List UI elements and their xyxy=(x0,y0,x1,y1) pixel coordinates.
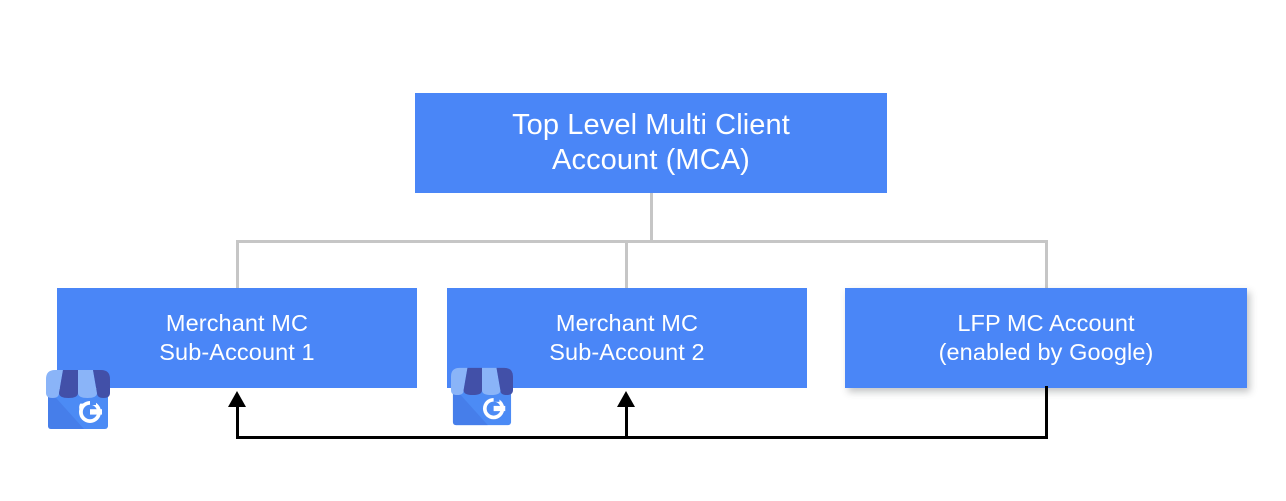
flow-line-from-lfp xyxy=(1045,386,1048,439)
connector-drop-lfp-account xyxy=(1045,240,1048,290)
node-lfp-mc-account-label: LFP MC Account (enabled by Google) xyxy=(938,310,1154,365)
node-top-level-mca[interactable]: Top Level Multi Client Account (MCA) xyxy=(415,93,887,193)
node-merchant-sub-account-2-label: Merchant MC Sub-Account 2 xyxy=(549,310,705,365)
flow-line-lfp-to-sub-accounts xyxy=(236,436,1048,439)
node-top-level-mca-label: Top Level Multi Client Account (MCA) xyxy=(512,108,790,176)
flow-line-into-sub-account-1 xyxy=(236,404,239,438)
node-merchant-sub-account-1-label: Merchant MC Sub-Account 1 xyxy=(159,310,315,365)
arrowhead-sub-account-2 xyxy=(617,391,635,407)
connector-drop-sub-account-1 xyxy=(236,240,239,290)
flow-line-into-sub-account-2 xyxy=(625,404,628,438)
connector-drop-sub-account-2 xyxy=(625,240,628,290)
connector-mca-trunk xyxy=(650,193,653,243)
arrowhead-sub-account-1 xyxy=(228,391,246,407)
node-lfp-mc-account[interactable]: LFP MC Account (enabled by Google) xyxy=(845,288,1247,388)
google-business-profile-icon xyxy=(447,365,517,427)
google-business-profile-icon xyxy=(42,367,114,431)
connector-horizontal-bus xyxy=(236,240,1048,243)
